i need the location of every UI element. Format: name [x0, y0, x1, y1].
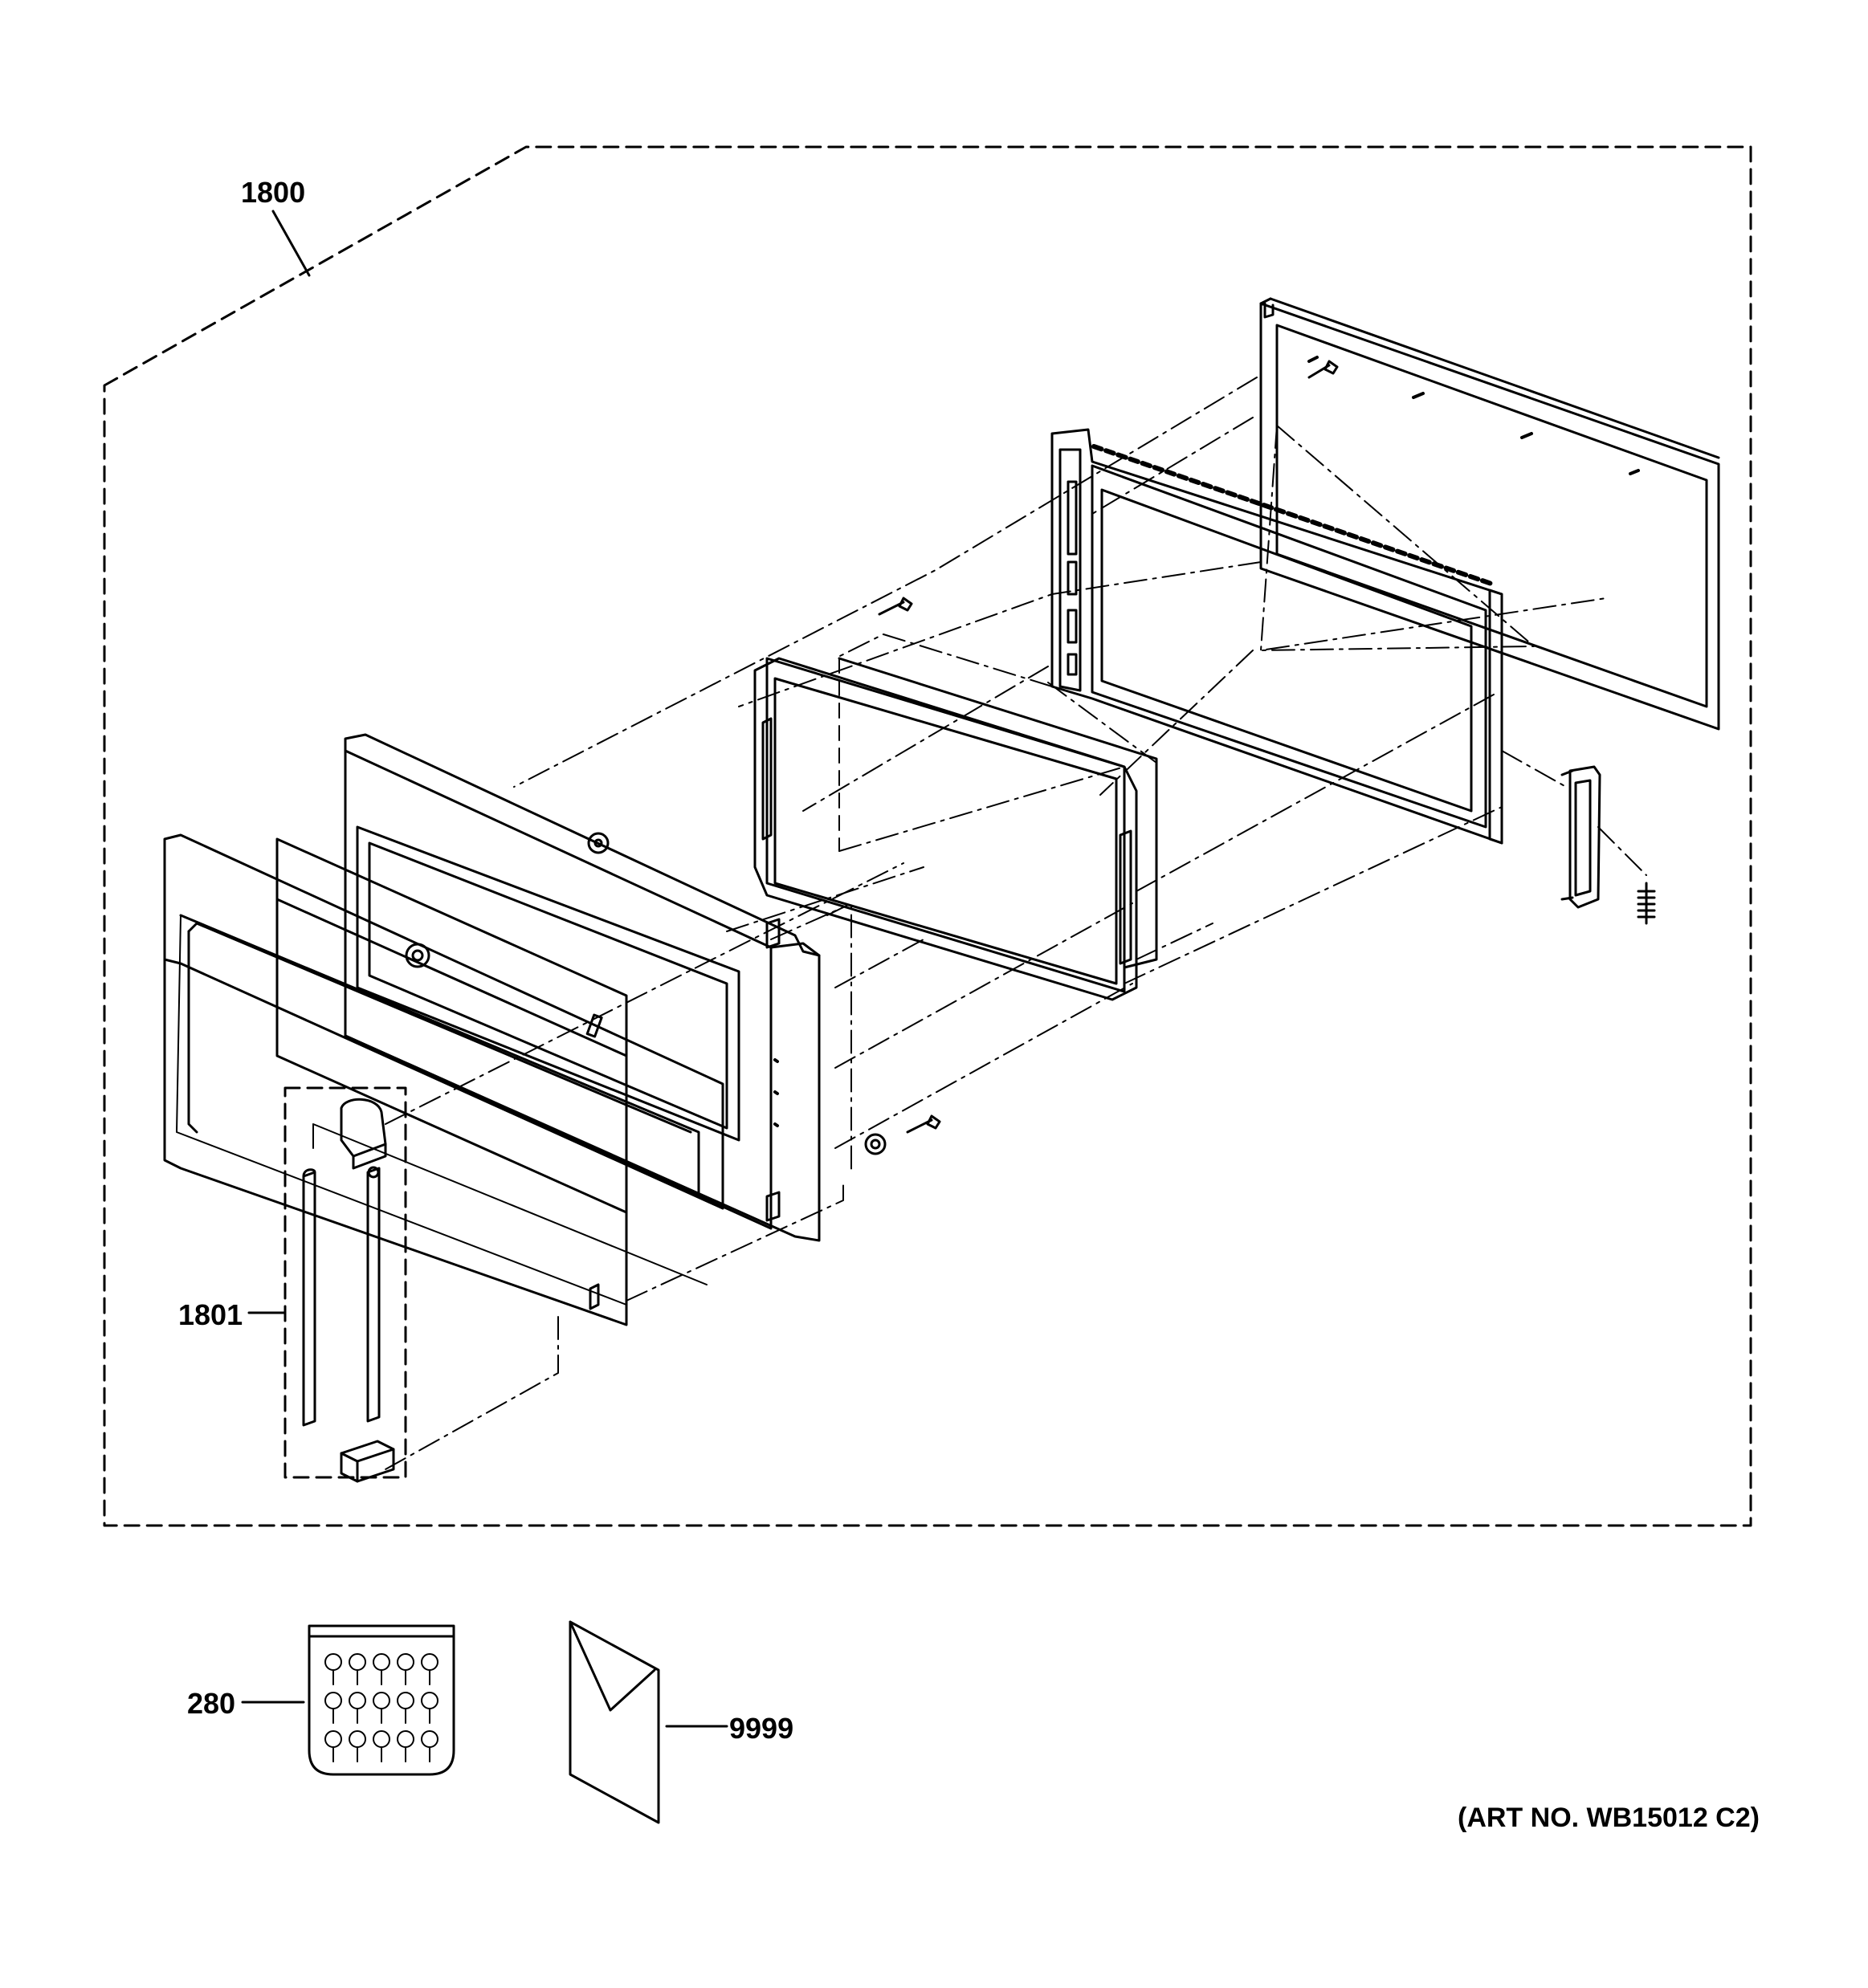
outer-door-shell — [344, 733, 821, 1242]
washer — [864, 1133, 887, 1155]
callout-9999: 9999 — [729, 1712, 794, 1745]
screw-top — [1307, 360, 1339, 379]
spring — [1637, 882, 1656, 925]
callout-1801: 1801 — [178, 1298, 243, 1331]
front-panel — [163, 833, 724, 1326]
rear-frame — [1259, 297, 1720, 731]
screw-upper — [878, 597, 913, 616]
assembly-1800-boundary — [103, 145, 1752, 1527]
leader-1800 — [271, 210, 311, 277]
handle-kit-1801 — [275, 1086, 407, 1483]
choke-frame — [1050, 428, 1503, 845]
callout-1800: 1800 — [241, 176, 306, 209]
screw-lower — [906, 1114, 941, 1134]
latch-hook — [1560, 765, 1601, 909]
screw-pack-280 — [308, 1624, 455, 1776]
assembly-guides — [385, 377, 1607, 1470]
literature-9999 — [569, 1620, 660, 1824]
callout-280: 280 — [187, 1687, 236, 1720]
door-liner — [753, 657, 1158, 1001]
art-number: (ART NO. WB15012 C2) — [1458, 1803, 1760, 1833]
